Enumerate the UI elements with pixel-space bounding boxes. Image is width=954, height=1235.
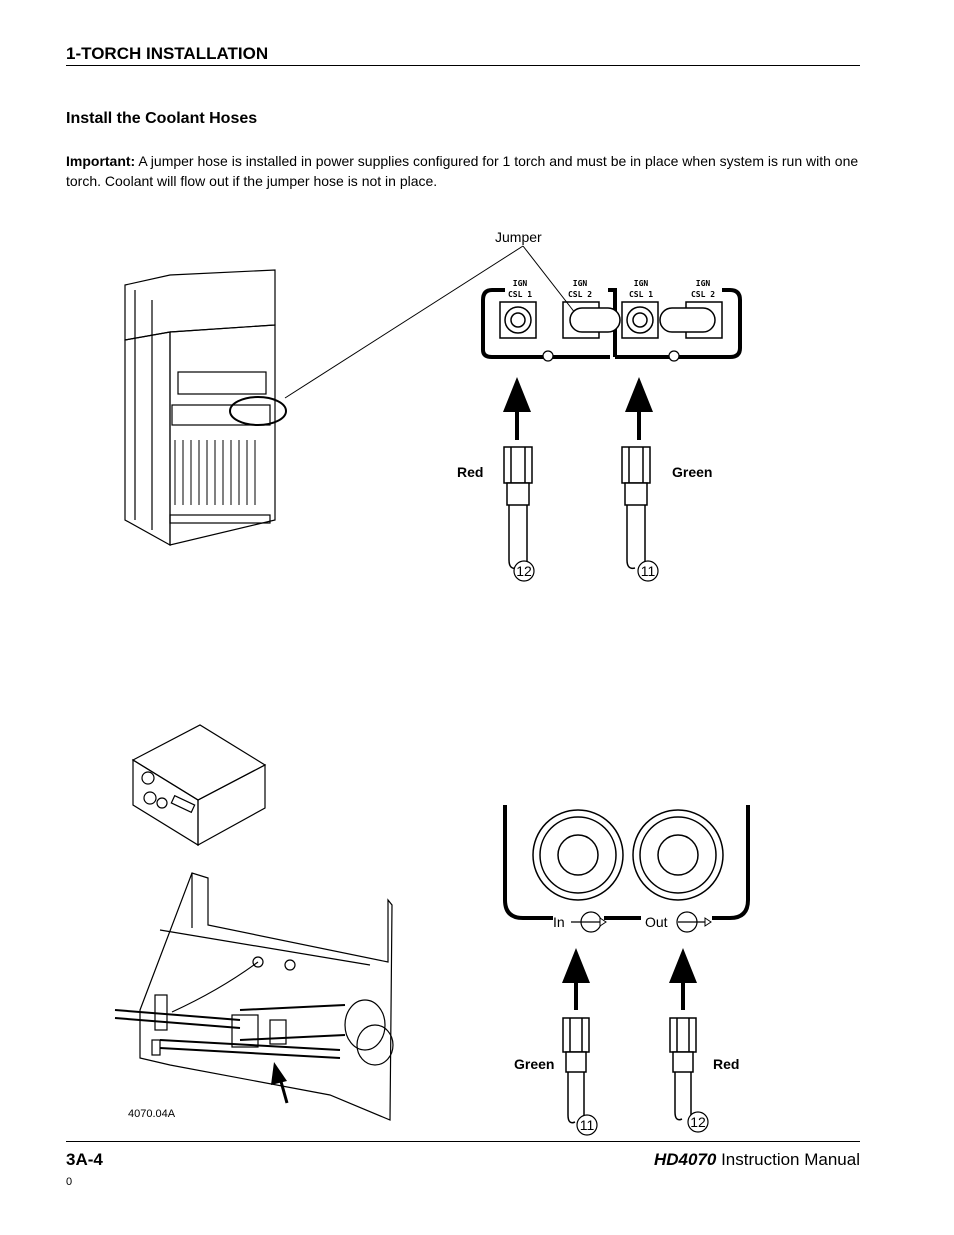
bottom-red-label: Red bbox=[713, 1056, 740, 1072]
bottom-hose-left bbox=[562, 1017, 590, 1124]
power-supply-drawing bbox=[124, 269, 287, 547]
figure-id: 4070.04A bbox=[128, 1108, 176, 1120]
top-arrow-left bbox=[503, 377, 531, 440]
important-label: Important: bbox=[66, 153, 136, 169]
console-arrow bbox=[271, 1062, 289, 1104]
top-hose-right-number: 11 bbox=[640, 563, 656, 579]
header-rule bbox=[66, 65, 860, 66]
port-label-group: IGN CSL 1 IGN CSL 2 IGN CSL 1 IGN CSL 2 bbox=[508, 279, 715, 299]
top-port-panel bbox=[481, 288, 742, 362]
top-hose-left-number-circle bbox=[513, 560, 535, 582]
bottom-arrow-left bbox=[562, 948, 590, 1010]
top-hose-left-number: 12 bbox=[516, 563, 532, 579]
bottom-hose-left-number-circle bbox=[576, 1114, 598, 1136]
jumper-label: Jumper bbox=[495, 229, 542, 245]
port-1-line1: IGN bbox=[513, 279, 528, 288]
jumper-leader-line bbox=[522, 245, 580, 319]
callout-leader-line bbox=[284, 245, 524, 399]
port-3-line2: CSL 1 bbox=[629, 290, 653, 299]
page-subtitle: Install the Coolant Hoses bbox=[66, 110, 258, 127]
top-arrow-right bbox=[625, 377, 653, 440]
bottom-hose-right-number-circle bbox=[687, 1111, 709, 1133]
bottom-hose-right-number: 12 bbox=[690, 1114, 706, 1130]
port-2-line1: IGN bbox=[573, 279, 588, 288]
port-4-line2: CSL 2 bbox=[691, 290, 715, 299]
important-note: Important: A jumper hose is installed in… bbox=[66, 151, 866, 191]
bottom-arrow-right bbox=[669, 948, 697, 1010]
port-3-line1: IGN bbox=[634, 279, 649, 288]
top-hose-right-number-circle bbox=[637, 560, 659, 582]
bottom-green-label: Green bbox=[514, 1056, 555, 1072]
bottom-hose-right bbox=[669, 1017, 697, 1121]
bottom-hose-left-number: 11 bbox=[579, 1117, 595, 1133]
page-number: 3A-4 bbox=[66, 1150, 103, 1169]
model-name: HD4070 bbox=[653, 1150, 717, 1169]
bottom-port-panel bbox=[503, 805, 750, 933]
footer-rule bbox=[66, 1141, 860, 1142]
out-label: Out bbox=[645, 914, 668, 930]
manual-title: HD4070 Instruction Manual bbox=[654, 1150, 860, 1170]
remote-box-drawing bbox=[131, 724, 267, 847]
port-2-line2: CSL 2 bbox=[568, 290, 592, 299]
top-hose-right bbox=[621, 446, 651, 570]
port-4-line1: IGN bbox=[696, 279, 711, 288]
in-label: In bbox=[553, 914, 565, 930]
important-text: A jumper hose is installed in power supp… bbox=[66, 153, 859, 189]
top-hose-left bbox=[503, 446, 533, 570]
port-1-line2: CSL 1 bbox=[508, 290, 532, 299]
section-title: 1-TORCH INSTALLATION bbox=[66, 44, 269, 63]
revision-number: 0 bbox=[66, 1176, 73, 1188]
console-chassis-drawing bbox=[114, 872, 394, 1121]
manual-label: Instruction Manual bbox=[716, 1150, 860, 1169]
top-green-label: Green bbox=[672, 464, 713, 480]
top-red-label: Red bbox=[457, 464, 484, 480]
